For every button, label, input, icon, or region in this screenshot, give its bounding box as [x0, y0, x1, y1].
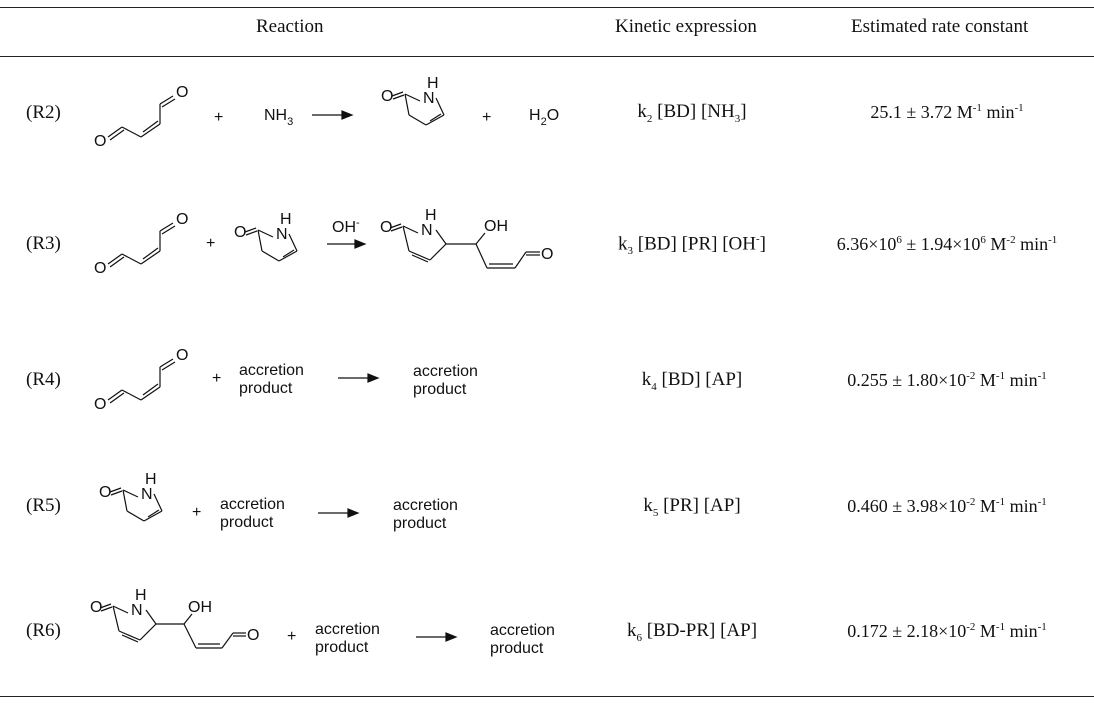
kinetic-r5: k5 [PR] [AP] — [643, 495, 741, 519]
plus-r4: + — [212, 370, 221, 387]
oh-minus-text: OH- — [332, 217, 360, 236]
plus-r6: + — [287, 628, 296, 645]
header-kinetic-expression: Kinetic expression — [615, 16, 757, 37]
butenedial-molecule-r3 — [107, 222, 176, 268]
accretion-r4a: accretion — [239, 362, 304, 379]
butenedial-molecule-r4 — [107, 358, 176, 404]
product-r5a: product — [220, 514, 274, 531]
row-label-r4: (R4) — [26, 369, 61, 390]
arrow-r2 — [312, 110, 354, 120]
product-r6b: product — [490, 640, 544, 657]
row-label-r2: (R2) — [26, 102, 61, 123]
rate-r2: 25.1 ± 3.72 M-1 min-1 — [870, 102, 1024, 122]
bd-o1-r4: O — [94, 396, 106, 413]
row-label-r5: (R5) — [26, 495, 61, 516]
pyrrolone-molecule-r3 — [244, 227, 298, 262]
adduct-oh-r6: OH — [188, 599, 212, 616]
header-reaction: Reaction — [256, 16, 324, 37]
adduct-h: H — [425, 207, 437, 224]
product-r4a: product — [239, 380, 293, 397]
reaction-r4-scheme: O O + accretion product accretion produc… — [94, 347, 478, 413]
accretion-r5b: accretion — [393, 497, 458, 514]
kinetic-r3: k3 [BD] [PR] [OH-] — [618, 233, 766, 258]
adduct-o-r6: O — [90, 599, 102, 616]
pr-o-r3: O — [234, 224, 246, 241]
pr-n-r3: N — [276, 226, 288, 243]
row-label-r6: (R6) — [26, 620, 61, 641]
reaction-r2-scheme: O O + NH3 O N H + H2O — [94, 75, 559, 150]
arrow-r6 — [416, 632, 458, 642]
reaction-r5-scheme: O N H + accretion product accretion prod… — [99, 471, 458, 532]
kinetic-r4: k4 [BD] [AP] — [641, 369, 743, 393]
rate-r4: 0.255 ± 1.80×10-2 M-1 min-1 — [847, 370, 1047, 390]
product-r4b: product — [413, 381, 467, 398]
pr-n-r5: N — [141, 486, 153, 503]
reaction-r3-scheme: O O + O N H OH- O N H OH O — [94, 207, 553, 277]
bd-o1: O — [94, 133, 106, 150]
pr-o: O — [381, 88, 393, 105]
adduct-n-r6: N — [131, 602, 143, 619]
reaction-r6-scheme: O N H OH O + accretion product accretion… — [90, 587, 555, 657]
pyrrolone-molecule-r5 — [109, 487, 163, 522]
arrow-r5 — [318, 508, 360, 518]
kinetic-r2: k2 [BD] [NH3] — [637, 101, 747, 125]
plus-r5: + — [192, 504, 201, 521]
row-label-r3: (R3) — [26, 233, 61, 254]
adduct-n: N — [421, 222, 433, 239]
adduct-h-r6: H — [135, 587, 147, 604]
product-r5b: product — [393, 515, 447, 532]
kinetic-r6: k6 [BD-PR] [AP] — [626, 620, 758, 644]
rate-r5: 0.460 ± 3.98×10-2 M-1 min-1 — [847, 496, 1047, 516]
adduct-o2-r6: O — [247, 627, 259, 644]
adduct-o: O — [380, 219, 392, 236]
pyrrolone-molecule-r2 — [391, 91, 445, 126]
bd-o2-r3: O — [176, 211, 188, 228]
pr-h: H — [427, 75, 439, 92]
header-bottom-rule — [0, 56, 1094, 57]
accretion-r5a: accretion — [220, 496, 285, 513]
bd-o2-r4: O — [176, 347, 188, 364]
rate-r3: 6.36×106 ± 1.94×106 M-2 min-1 — [836, 234, 1058, 254]
table-top-rule — [0, 7, 1094, 8]
bd-o1-r3: O — [94, 260, 106, 277]
bd-o2: O — [176, 84, 188, 101]
product-r6a: product — [315, 639, 369, 656]
pr-n: N — [423, 90, 435, 107]
plus-r2a: + — [214, 109, 223, 126]
bd-pr-adduct-molecule — [389, 223, 540, 269]
arrow-r4 — [338, 373, 380, 383]
plus-r2b: + — [482, 109, 491, 126]
header-rate-constant: Estimated rate constant — [851, 16, 1029, 37]
pr-o-r5: O — [99, 484, 111, 501]
table-bottom-rule — [0, 696, 1094, 697]
pr-h-r5: H — [145, 471, 157, 488]
rate-r6: 0.172 ± 2.18×10-2 M-1 min-1 — [847, 621, 1047, 641]
h2o-text: H2O — [529, 107, 559, 128]
accretion-r6a: accretion — [315, 621, 380, 638]
accretion-r6b: accretion — [490, 622, 555, 639]
adduct-o2: O — [541, 246, 553, 263]
pr-h-r3: H — [280, 211, 292, 228]
arrow-r3 — [327, 239, 367, 249]
nh3-text: NH3 — [264, 107, 293, 128]
accretion-r4b: accretion — [413, 363, 478, 380]
adduct-oh: OH — [484, 218, 508, 235]
bd-pr-adduct-molecule-r6 — [99, 603, 246, 649]
plus-r3: + — [206, 235, 215, 252]
butenedial-molecule — [107, 95, 176, 141]
